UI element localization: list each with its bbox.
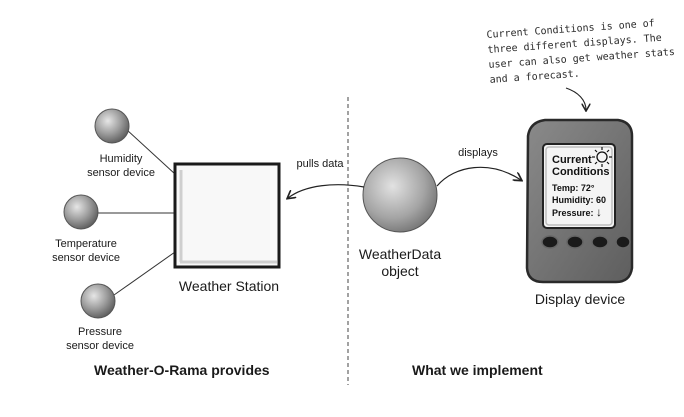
displays-label: displays xyxy=(458,147,498,159)
screen-readings: Temp: 72° Humidity: 60 Pressure: ↓ xyxy=(552,182,606,219)
weatherdata-object-icon xyxy=(362,157,438,233)
humidity-sensor-icon xyxy=(94,108,130,144)
pulls-data-label: pulls data xyxy=(296,158,344,170)
screen-pressure: Pressure: ↓ xyxy=(552,205,603,219)
humidity-connector xyxy=(126,129,176,175)
annotation-arrow xyxy=(565,87,586,110)
section-heading-right: What we implement xyxy=(412,362,543,378)
screen-humidity: Humidity: 60 xyxy=(552,195,607,205)
pulls-data-arrow xyxy=(288,184,365,198)
display-device-icon xyxy=(525,118,634,284)
pressure-down-arrow-icon: ↓ xyxy=(596,205,603,219)
display-device-label: Display device xyxy=(534,291,626,307)
temperature-sensor-icon xyxy=(63,194,99,230)
weather-station-box xyxy=(173,162,281,269)
weather-station-label: Weather Station xyxy=(178,278,280,294)
sun-icon xyxy=(592,147,612,167)
displays-arrow xyxy=(436,166,521,187)
screen-temp: Temp: 72° xyxy=(552,183,595,193)
pressure-sensor-icon xyxy=(80,283,116,319)
pressure-connector xyxy=(113,251,176,296)
section-heading-left: Weather-O-Rama provides xyxy=(94,362,270,378)
